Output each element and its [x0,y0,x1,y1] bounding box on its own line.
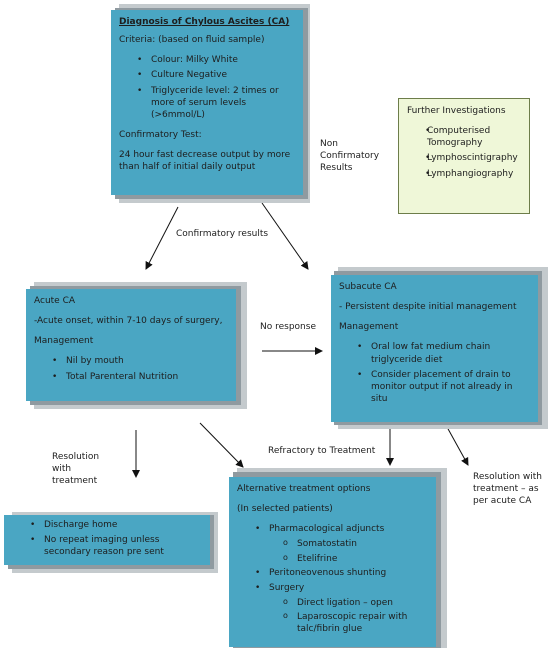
label-confirmatory: Confirmatory results [176,228,269,241]
alternative-subitem: Laparoscopic repair with talc/fibrin glu… [237,611,428,635]
acute-item: Total Parenteral Nutrition [34,371,228,383]
further-item: Computerised Tomography [407,125,521,149]
alternative-title: Alternative treatment options [237,484,371,494]
subacute-item: Consider placement of drain to monitor o… [339,369,530,405]
subacute-management: Management [339,322,399,333]
criteria-item: Culture Negative [119,69,295,81]
confirmatory-test-text: 24 hour fast decrease output by more tha… [119,150,291,173]
acute-list: Nil by mouth Total Parenteral Nutrition [34,355,228,382]
further-list: Computerised Tomography Lymphoscintigrap… [407,125,521,180]
alternative-treatment-box: Alternative treatment options (In select… [229,477,436,647]
label-resolution: Resolution with treatment [52,451,118,488]
label-no-response: No response [260,321,316,334]
arrow-acute-to-alternative [199,422,244,468]
diagnosis-title: Diagnosis of Chylous Ascites (CA) [119,17,290,27]
criteria-item: Colour: Milky White [119,54,295,66]
acute-management: Management [34,336,94,347]
alternative-subitem: Somatostatin [237,538,428,550]
criteria-item: Triglyceride level: 2 times or more of s… [119,85,295,121]
acute-title: Acute CA [34,296,76,306]
alternative-list: Pharmacological adjuncts Somatostatin Et… [237,523,428,635]
subacute-title: Subacute CA [339,282,397,292]
further-item: Lymphoscintigraphy [407,152,521,164]
subacute-ca-box: Subacute CA - Persistent despite initial… [331,275,538,422]
alternative-subtitle: (In selected patients) [237,504,333,515]
arrow-subacute-resolution [446,426,469,466]
further-item: Lymphangiography [407,168,521,180]
arrow-diagnosis-to-subacute [261,202,309,270]
subacute-persist: - Persistent despite initial management [339,302,517,313]
alternative-item: Pharmacological adjuncts [237,523,428,535]
alternative-item: Surgery [237,582,428,594]
further-title: Further Investigations [407,106,506,116]
acute-item: Nil by mouth [34,355,228,367]
alternative-subitem: Etelifrine [237,553,428,565]
subacute-item: Oral low fat medium chain triglyceride d… [339,341,530,365]
discharge-item: No repeat imaging unless secondary reaso… [12,534,202,558]
discharge-box: Discharge home No repeat imaging unless … [4,515,210,565]
criteria-text: Criteria: (based on fluid sample) [119,35,265,46]
acute-ca-box: Acute CA -Acute onset, within 7-10 days … [26,289,236,401]
subacute-list: Oral low fat medium chain triglyceride d… [339,341,530,405]
label-refractory: Refractory to Treatment [268,445,376,458]
alternative-item: Peritoneovenous shunting [237,567,428,579]
acute-onset: -Acute onset, within 7-10 days of surger… [34,316,223,327]
label-resolution-acute: Resolution with treatment – as per acute… [473,471,549,508]
discharge-list: Discharge home No repeat imaging unless … [12,519,202,558]
criteria-list: Colour: Milky White Culture Negative Tri… [119,54,295,121]
further-investigations-box: Further Investigations Computerised Tomo… [398,98,530,214]
arrow-diagnosis-to-acute [145,206,179,270]
diagnosis-box: Diagnosis of Chylous Ascites (CA) Criter… [111,10,303,195]
confirmatory-test-title: Confirmatory Test: [119,129,202,140]
discharge-item: Discharge home [12,519,202,531]
label-non-confirmatory: Non Confirmatory Results [320,138,392,175]
alternative-subitem: Direct ligation – open [237,597,428,609]
